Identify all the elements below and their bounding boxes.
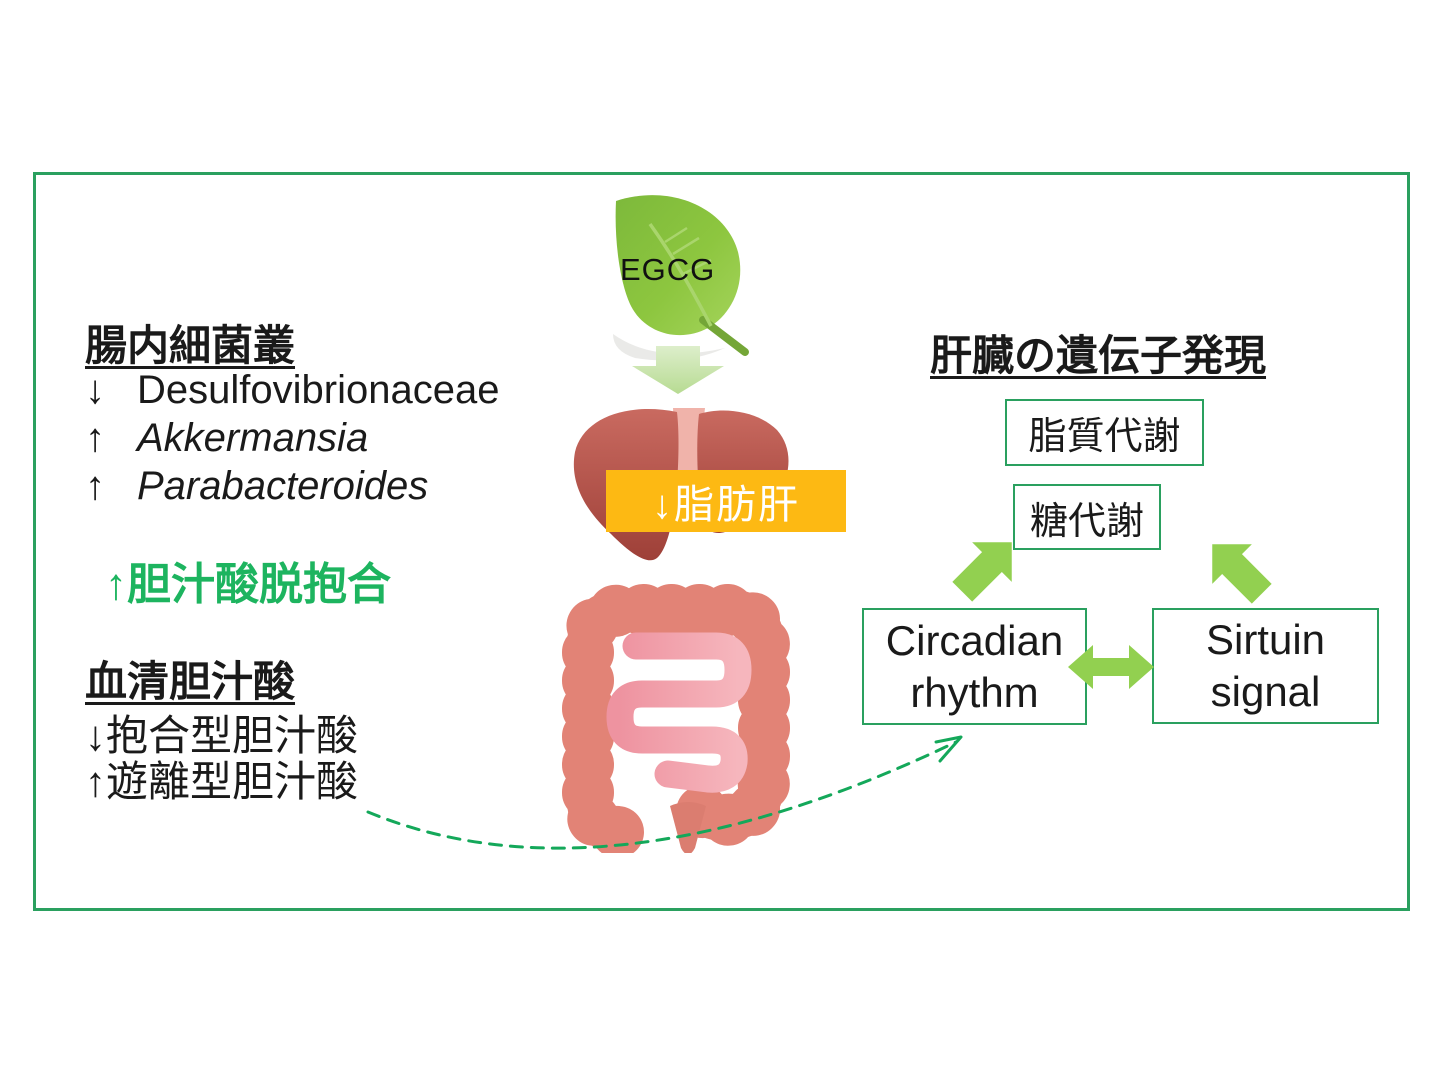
bile-acid-deconjugation-note: ↑胆汁酸脱抱合	[105, 560, 391, 609]
intestine-icon	[548, 568, 810, 853]
fatty-liver-overlay: ↓脂肪肝	[606, 470, 846, 532]
down-arrow-glyph: ↓	[85, 368, 105, 412]
lipid-metabolism-box: 脂質代謝	[1005, 399, 1204, 466]
gut-microbiota-heading: 腸内細菌叢	[85, 322, 296, 369]
serum-item-conjugated: ↓抱合型胆汁酸	[85, 712, 359, 759]
dashed-curve-arrow-icon	[340, 695, 1000, 925]
double-headed-arrow-icon	[1068, 636, 1154, 698]
gut-item-desulfovibrionaceae: ↓Desulfovibrionaceae	[85, 368, 500, 412]
serum-item-free: ↑遊離型胆汁酸	[85, 758, 359, 805]
sirtuin-signal-box: Sirtuin signal	[1152, 608, 1379, 724]
up-arrow-glyph: ↑	[85, 416, 105, 460]
egcg-label: EGCG	[620, 252, 716, 287]
glucose-metabolism-box: 糖代謝	[1013, 484, 1161, 550]
liver-gene-expression-heading: 肝臓の遺伝子発現	[930, 332, 1267, 379]
circadian-rhythm-box: Circadian rhythm	[862, 608, 1087, 725]
gut-item-akkermansia: ↑Akkermansia	[85, 416, 369, 460]
gut-item-parabacteroides: ↑Parabacteroides	[85, 464, 429, 508]
down-block-arrow-icon	[632, 346, 724, 394]
up-right-block-arrow-icon	[948, 528, 1026, 606]
up-arrow-glyph: ↑	[85, 464, 105, 508]
serum-bile-acid-heading: 血清胆汁酸	[85, 658, 296, 705]
up-left-block-arrow-icon	[1198, 530, 1276, 608]
